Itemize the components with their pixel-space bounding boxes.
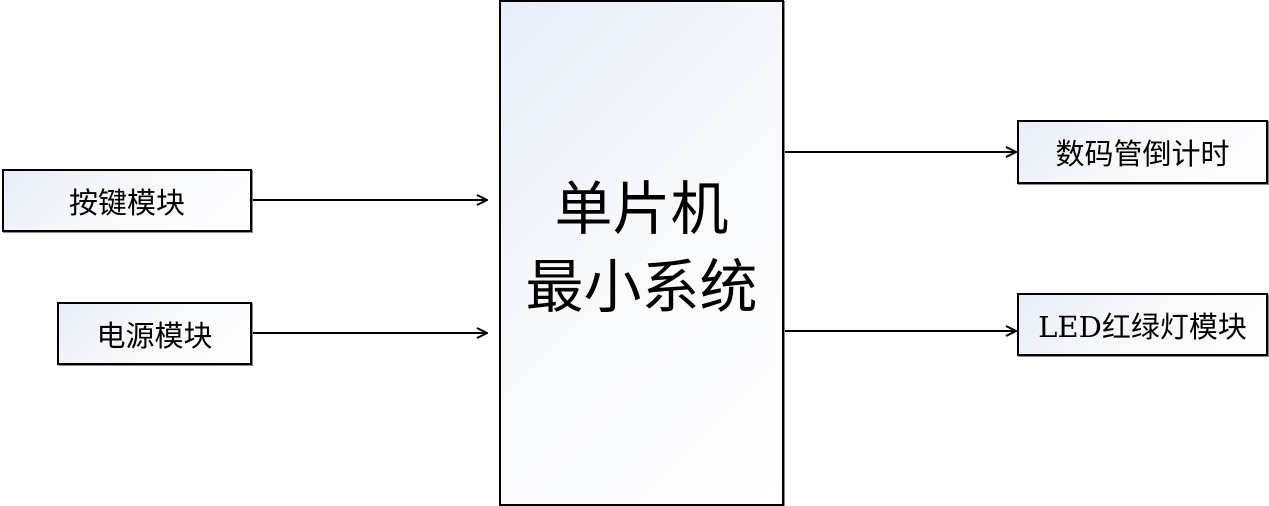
power-module-box: 电源模块 xyxy=(57,302,252,365)
mcu-label-line2: 最小系统 xyxy=(525,253,758,321)
led-traffic-light-label: LED红绿灯模块 xyxy=(1038,309,1247,344)
display-countdown-label: 数码管倒计时 xyxy=(1055,137,1230,171)
keys-module-label: 按键模块 xyxy=(68,185,185,220)
led-traffic-light-box: LED红绿灯模块 xyxy=(1017,293,1268,356)
keys-module-box: 按键模块 xyxy=(2,169,252,232)
display-countdown-box: 数码管倒计时 xyxy=(1017,120,1268,184)
mcu-minimum-system-box: 单片机 最小系统 xyxy=(499,0,784,506)
power-module-label: 电源模块 xyxy=(96,318,213,353)
mcu-label-line1: 单片机 xyxy=(554,175,729,243)
